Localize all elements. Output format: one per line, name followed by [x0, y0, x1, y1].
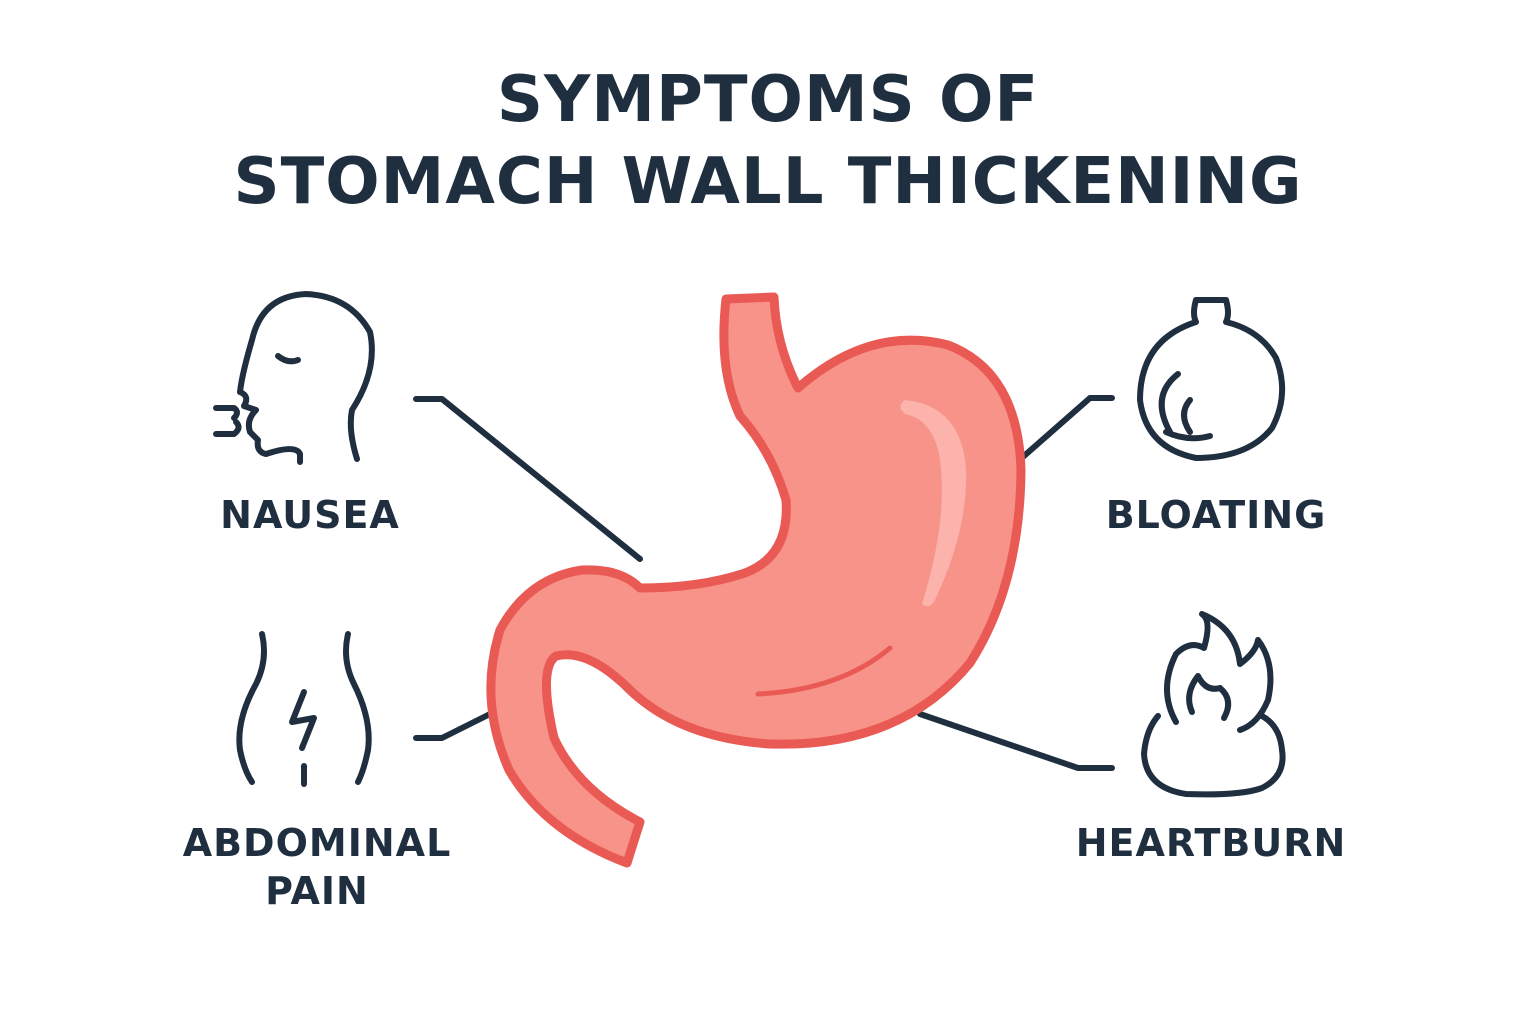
connector-nausea — [413, 396, 643, 562]
nausea-face-icon — [213, 291, 375, 465]
label-abdominal-pain: ABDOMINAL PAIN — [137, 820, 497, 915]
abdominal-pain-icon — [236, 631, 372, 787]
label-bloating: BLOATING — [1105, 493, 1327, 537]
stomach-highlight — [900, 400, 967, 607]
title-line-1: SYMPTOMS OF — [496, 63, 1040, 137]
label-nausea: NAUSEA — [220, 493, 400, 537]
label-abdominal-pain-line-1: ABDOMINAL — [182, 821, 452, 865]
label-heartburn: HEARTBURN — [1075, 821, 1347, 865]
flame-icon — [1141, 611, 1286, 798]
title-line-2: STOMACH WALL THICKENING — [233, 145, 1303, 219]
stomach-illustration — [486, 292, 1026, 868]
connector-heartburn — [917, 711, 1115, 771]
stomach-curve-line — [755, 645, 893, 697]
stomach-body — [486, 292, 1026, 868]
bloated-stomach-icon — [1137, 297, 1286, 461]
connector-bloating — [1013, 395, 1115, 466]
connector-abdominal — [413, 711, 493, 741]
label-abdominal-pain-line-2: PAIN — [265, 868, 369, 913]
